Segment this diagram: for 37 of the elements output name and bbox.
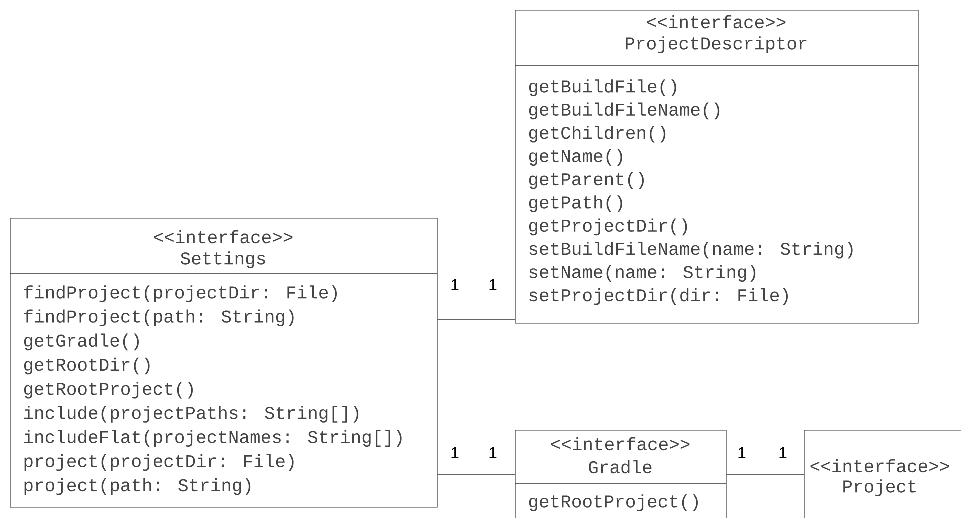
class-box — [10, 218, 438, 508]
method-label: getProjectDir() — [529, 218, 688, 236]
association-line — [726, 474, 804, 476]
class-box — [514, 10, 919, 324]
method-label: project(projectDir: File) — [24, 454, 294, 472]
method-label: setProjectDir(dir: File) — [530, 288, 788, 306]
method-label: getBuildFileName() — [529, 102, 720, 120]
stereotype-label: <<interface>> — [647, 15, 786, 29]
multiplicity-label: 1 — [490, 279, 497, 290]
method-label: getParent() — [529, 172, 644, 190]
class-name: ProjectDescriptor — [626, 36, 807, 54]
method-label: getBuildFile() — [529, 80, 676, 96]
class-box — [804, 430, 961, 518]
method-label: getName() — [529, 149, 622, 166]
class-name: Project — [844, 480, 916, 496]
method-label: getRootDir() — [24, 358, 150, 375]
stereotype-label: <<interface>> — [154, 230, 293, 244]
method-label: getRootProject() — [529, 494, 698, 512]
method-label: getRootProject() — [24, 382, 193, 399]
multiplicity-label: 1 — [780, 447, 787, 458]
stereotype-label: <<interface>> — [551, 437, 690, 451]
method-label: setName(name: String) — [530, 265, 756, 282]
method-label: findProject(projectDir: File) — [24, 286, 337, 302]
method-label: getGradle() — [24, 334, 139, 351]
class-name: Settings — [181, 252, 266, 268]
method-label: getChildren() — [529, 126, 666, 143]
method-label: include(projectPaths: String[]) — [24, 406, 359, 423]
class-box — [514, 430, 727, 518]
association-line — [437, 474, 516, 476]
stereotype-label: <<interface>> — [810, 459, 950, 473]
method-label: findProject(path: String) — [24, 310, 294, 326]
method-label: includeFlat(projectNames: String[]) — [24, 430, 402, 447]
multiplicity-label: 1 — [490, 447, 497, 458]
method-label: getPath() — [529, 196, 622, 212]
method-label: setBuildFileName(name: String) — [530, 242, 853, 259]
method-label: project(path: String) — [24, 478, 251, 496]
class-name: Gradle — [589, 460, 652, 474]
